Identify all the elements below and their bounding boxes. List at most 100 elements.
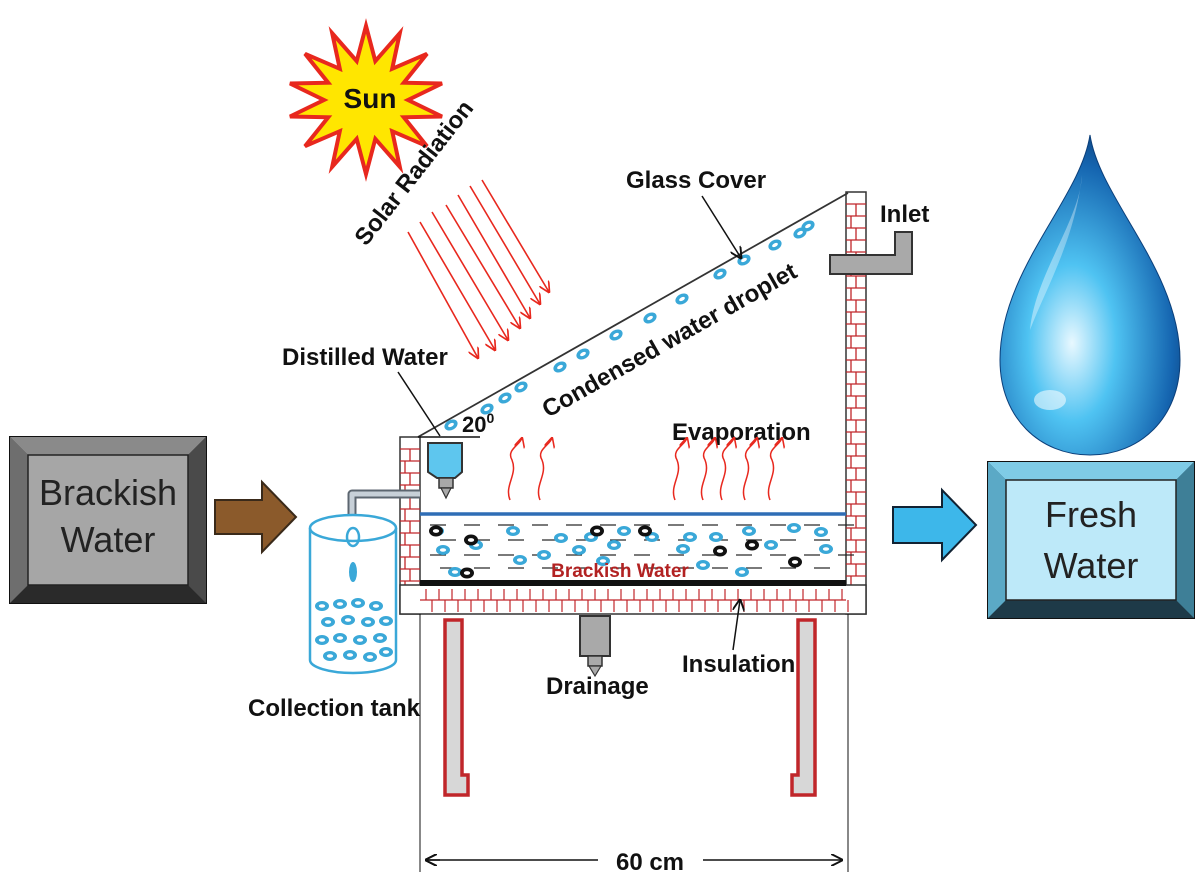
- water-particle-blue: [676, 544, 690, 554]
- water-particle-black: [590, 525, 604, 537]
- sun-label: Sun: [344, 83, 397, 114]
- condensed-droplet: [444, 419, 458, 431]
- blue-right-arrow-icon: [892, 487, 978, 563]
- angle-label: 200: [462, 410, 494, 437]
- brown-right-arrow-icon: [214, 479, 298, 555]
- tank-droplet: [315, 601, 329, 611]
- evaporation-arrow: [507, 438, 522, 501]
- water-particle-black: [460, 567, 474, 579]
- tank-droplet: [315, 635, 329, 645]
- water-particle-blue: [607, 540, 621, 550]
- solar-ray: [469, 185, 540, 304]
- water-particle-blue: [683, 532, 697, 542]
- still-leg-right: [790, 618, 817, 797]
- width-dimension: [419, 614, 849, 872]
- condensed-droplet: [675, 293, 689, 305]
- evaporation-arrow: [742, 438, 757, 501]
- brackish-water-input-box: Brackish Water: [9, 436, 207, 604]
- output-box-line1: Fresh: [1045, 494, 1137, 535]
- condensed-droplet: [713, 268, 727, 280]
- tank-droplet: [353, 635, 367, 645]
- distillate-pipe: [347, 489, 420, 520]
- evaporation-arrow: [700, 438, 715, 501]
- tank-droplet: [351, 598, 365, 608]
- water-particle-blue: [735, 567, 749, 577]
- distilled-water-pointer: [397, 371, 441, 437]
- insulation-base: [399, 584, 867, 615]
- condensed-droplets: [444, 220, 815, 431]
- insulation-pointer: [732, 600, 740, 651]
- solar-ray: [431, 211, 508, 340]
- distilled-water-label: Distilled Water: [282, 344, 448, 371]
- water-particle-blue: [742, 526, 756, 536]
- evaporation-arrow: [672, 438, 687, 501]
- distillate-trough: [427, 442, 463, 500]
- water-particle-blue: [572, 545, 586, 555]
- water-particle-blue: [513, 555, 527, 565]
- solar-ray: [419, 221, 495, 350]
- angle-degree: 0: [486, 410, 494, 426]
- condensed-droplet: [768, 239, 782, 251]
- water-particle-blue: [787, 523, 801, 533]
- water-particle-blue: [617, 526, 631, 536]
- angle-value: 20: [462, 412, 486, 437]
- condensed-droplet: [643, 312, 657, 324]
- input-box-line2: Water: [61, 519, 156, 560]
- tank-droplet: [369, 601, 383, 611]
- water-particle-blue: [814, 527, 828, 537]
- tank-droplet: [361, 617, 375, 627]
- falling-drop: [345, 526, 361, 548]
- water-particle-black: [713, 545, 727, 557]
- still-leg-left: [443, 618, 470, 797]
- water-particle-blue: [448, 567, 462, 577]
- condensed-droplet: [801, 220, 815, 232]
- fresh-water-output-box: Fresh Water: [987, 461, 1195, 619]
- water-particle-blue: [764, 540, 778, 550]
- falling-drop: [349, 562, 357, 582]
- water-particle-black: [638, 525, 652, 537]
- evaporation-label: Evaporation: [672, 419, 811, 446]
- tank-droplet: [333, 633, 347, 643]
- sun-icon: Sun: [289, 18, 443, 182]
- water-particle-black: [429, 525, 443, 537]
- collection-tank: [308, 513, 398, 675]
- collection-tank-label: Collection tank: [248, 695, 421, 722]
- output-box-line2: Water: [1044, 545, 1139, 586]
- water-particle-blue: [709, 532, 723, 542]
- water-particle-blue: [537, 550, 551, 560]
- drainage-label: Drainage: [546, 673, 649, 700]
- glass-cover: [417, 192, 849, 438]
- insulation-label: Insulation: [682, 651, 795, 678]
- water-particle-blue: [554, 533, 568, 543]
- evaporation-arrow: [537, 438, 552, 501]
- tank-droplet: [333, 599, 347, 609]
- tank-droplets: [315, 598, 393, 662]
- solar-ray: [481, 179, 549, 292]
- water-drop-icon: [999, 134, 1181, 456]
- tank-droplet: [373, 633, 387, 643]
- width-label: 60 cm: [616, 849, 684, 876]
- condensed-droplet: [576, 348, 590, 360]
- water-particle-black: [464, 534, 478, 546]
- condensed-droplet: [609, 329, 623, 341]
- water-particle-blue: [819, 544, 833, 554]
- glass-cover-label: Glass Cover: [626, 167, 766, 194]
- glass-cover-pointer: [701, 195, 741, 258]
- condensed-droplet: [553, 361, 567, 373]
- tank-droplet: [379, 647, 393, 657]
- sun-starburst: [289, 18, 443, 182]
- evaporation-arrow: [767, 438, 782, 501]
- tank-droplet: [363, 652, 377, 662]
- solar-ray: [407, 231, 478, 358]
- tank-droplet: [343, 650, 357, 660]
- water-particle-blue: [696, 560, 710, 570]
- evaporation-arrows: [507, 438, 782, 501]
- water-particle-blue: [436, 545, 450, 555]
- water-particle-black: [745, 539, 759, 551]
- inlet-label: Inlet: [880, 201, 929, 228]
- water-particle-black: [788, 556, 802, 568]
- tank-droplet: [379, 616, 393, 626]
- condensed-water-droplet-label: Condensed water droplet: [538, 258, 802, 423]
- tank-droplet: [321, 617, 335, 627]
